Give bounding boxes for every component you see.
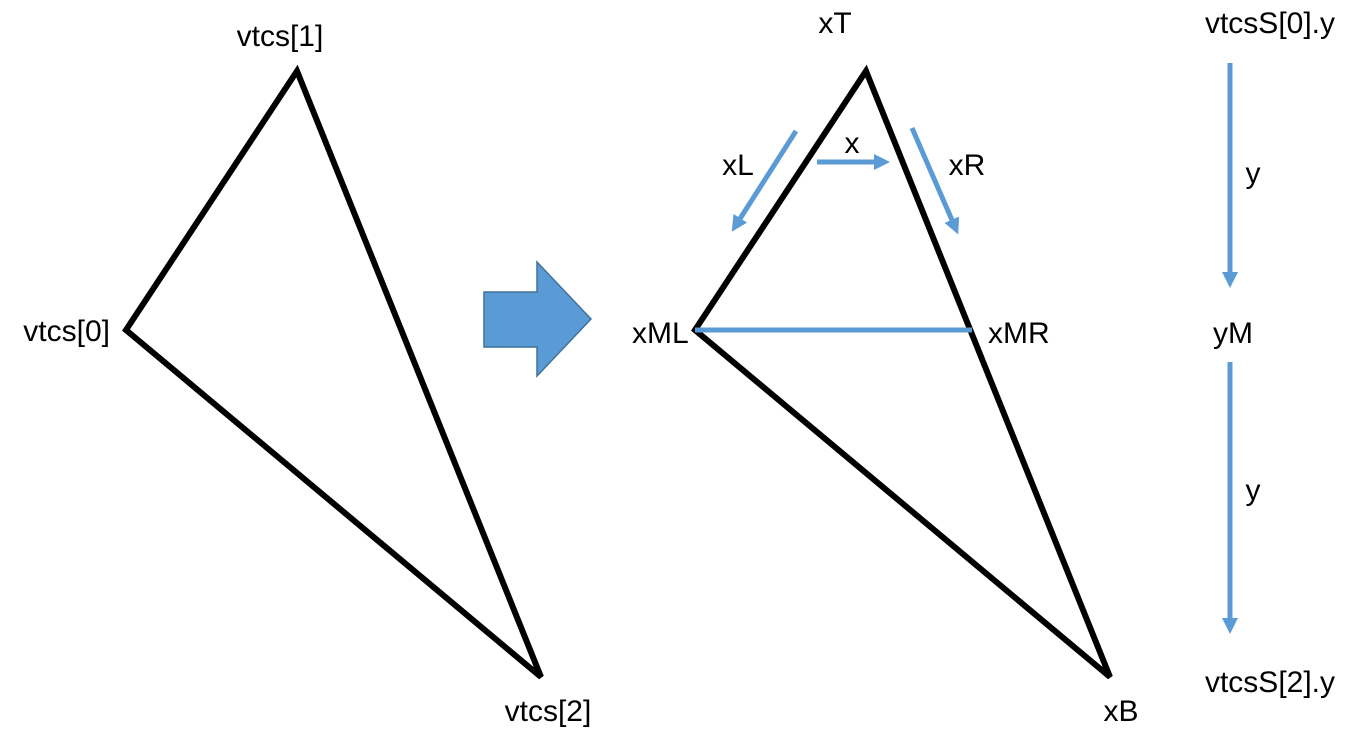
source-triangle xyxy=(122,64,544,680)
transform-arrow-icon xyxy=(483,260,593,378)
vertex-label-0: vtcs[0] xyxy=(23,315,110,348)
right-step-label: xR xyxy=(949,149,986,182)
split-triangle xyxy=(691,64,1113,680)
y-end-label: vtcsS[2].y xyxy=(1205,666,1335,699)
y-start-label: vtcsS[0].y xyxy=(1205,7,1335,40)
top-vertex-label: xT xyxy=(818,7,851,40)
vertex-label-1: vtcs[1] xyxy=(237,20,324,53)
left-edge-step-arrow xyxy=(731,129,799,232)
y-mid-label: yM xyxy=(1213,317,1253,350)
mid-left-label: xML xyxy=(632,317,689,350)
mid-right-label: xMR xyxy=(988,317,1050,350)
vertex-label-2: vtcs[2] xyxy=(505,695,592,728)
right-edge-step-arrow xyxy=(909,127,960,235)
left-step-label: xL xyxy=(722,149,754,182)
scan-step-label: x xyxy=(845,127,860,160)
lower-y-step-label: y xyxy=(1246,474,1261,507)
bottom-vertex-label: xB xyxy=(1103,695,1138,728)
upper-y-step-label: y xyxy=(1246,157,1261,190)
